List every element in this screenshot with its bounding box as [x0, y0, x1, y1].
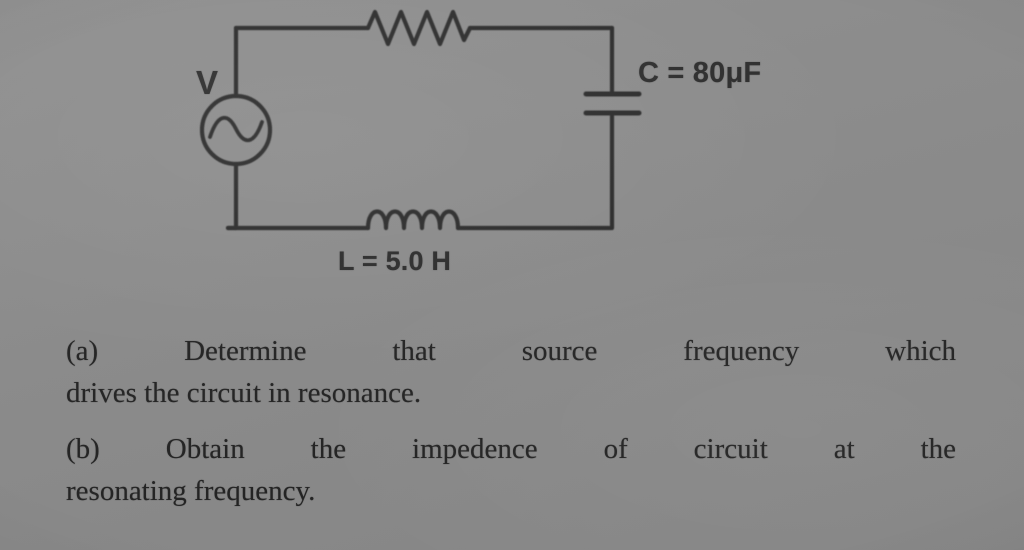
question-text-block: (a) Determine that source frequency whic…: [66, 330, 956, 526]
question-b-line-2: resonating frequency.: [66, 475, 316, 507]
question-item-a: (a) Determine that source frequency whic…: [66, 330, 956, 414]
ac-source-sine: [208, 116, 264, 143]
circuit-diagram: V C = 80μF L = 5.0 H: [196, 9, 762, 276]
ac-source-label: V: [196, 64, 219, 101]
circuit-schematic-svg: [199, 9, 642, 231]
question-a-line-2: drives the circuit in resonance.: [66, 377, 422, 409]
capacitor-label: C = 80μF: [638, 57, 762, 89]
inductor-symbol: [365, 209, 461, 231]
resistor-symbol: [365, 9, 473, 47]
question-item-b: (b) Obtain the impedence of circuit at t…: [66, 428, 956, 512]
question-b-line-1: (b) Obtain the impedence of circuit at t…: [66, 433, 956, 465]
inductor-label: L = 5.0 H: [338, 246, 452, 276]
question-a-line-1: (a) Determine that source frequency whic…: [66, 335, 956, 367]
